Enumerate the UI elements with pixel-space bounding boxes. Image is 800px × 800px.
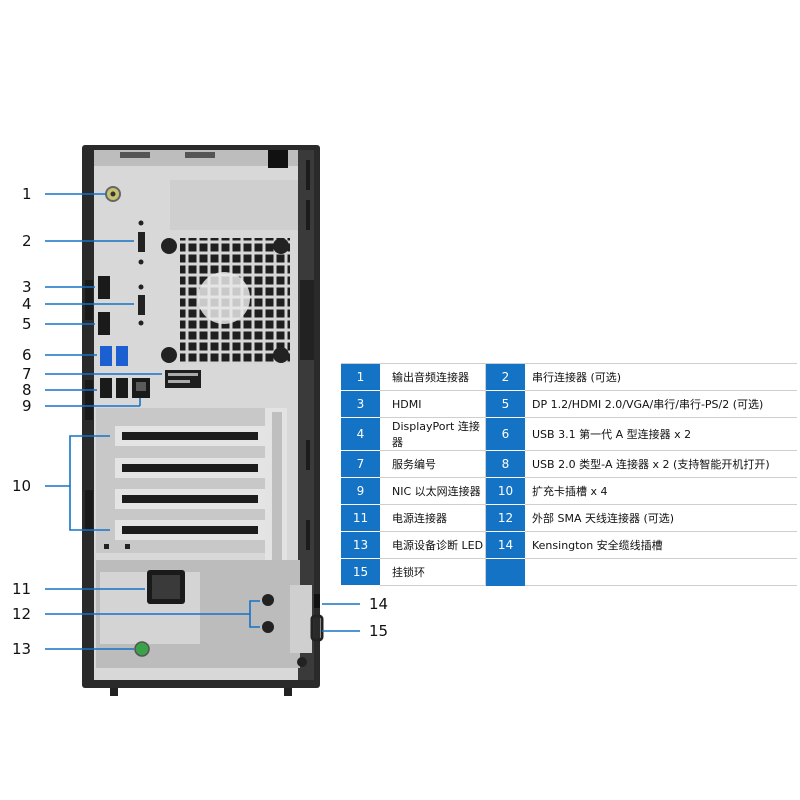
callout-9: 9 (22, 397, 32, 415)
leader-lines (45, 193, 360, 650)
callout-labels: 1 2 3 4 5 6 7 8 9 10 11 12 13 14 15 (12, 185, 388, 658)
legend-number: 14 (485, 531, 525, 559)
kensington-slot (314, 594, 320, 608)
legend-number (485, 558, 525, 586)
hdmi-port (98, 276, 110, 299)
io-panel (98, 186, 201, 398)
legend-number: 2 (485, 363, 525, 391)
callout-7: 7 (22, 365, 32, 383)
legend-description: 电源设备诊断 LED (380, 531, 486, 559)
callout-12: 12 (12, 605, 31, 623)
sma-antenna-port-a (262, 594, 274, 606)
fan-grille (161, 180, 298, 364)
legend-number: 9 (341, 477, 380, 505)
legend-number: 8 (485, 450, 525, 478)
legend-description: 外部 SMA 天线连接器 (可选) (525, 504, 797, 532)
service-tag-label (165, 370, 201, 388)
usb2-port-a (100, 378, 112, 398)
callout-5: 5 (22, 315, 32, 333)
callout-1: 1 (22, 185, 32, 203)
usb3-port-b (116, 346, 128, 366)
legend-number: 15 (341, 558, 380, 586)
legend-description: USB 3.1 第一代 A 型连接器 x 2 (525, 417, 797, 451)
legend-number: 10 (485, 477, 525, 505)
legend-description: NIC 以太网连接器 (380, 477, 486, 505)
slot-4 (115, 520, 265, 540)
legend-description: 输出音频连接器 (380, 363, 486, 391)
usb3-port-a (100, 346, 112, 366)
displayport-port (98, 312, 110, 335)
legend-number: 11 (341, 504, 380, 532)
slot-3 (115, 489, 265, 509)
callout-15: 15 (369, 622, 388, 640)
sma-antenna-port-b (262, 621, 274, 633)
padlock-ring (310, 614, 324, 642)
callout-10: 10 (12, 477, 31, 495)
legend-description: USB 2.0 类型-A 连接器 x 2 (支持智能开机打开) (525, 450, 797, 478)
usb2-port-b (116, 378, 128, 398)
legend-number: 3 (341, 390, 380, 418)
legend-description (525, 558, 797, 586)
legend-description: 扩充卡插槽 x 4 (525, 477, 797, 505)
legend-description: 服务编号 (380, 450, 486, 478)
legend-description: 串行连接器 (可选) (525, 363, 797, 391)
legend-number: 5 (485, 390, 525, 418)
legend-description: HDMI (380, 390, 486, 418)
diagnostic-led (134, 641, 150, 657)
legend-description: 挂锁环 (380, 558, 486, 586)
callout-11: 11 (12, 580, 31, 598)
legend-description: DisplayPort 连接器 (380, 417, 486, 451)
callout-8: 8 (22, 381, 32, 399)
legend-description: 电源连接器 (380, 504, 486, 532)
legend-description: Kensington 安全缆线插槽 (525, 531, 797, 559)
legend-number: 12 (485, 504, 525, 532)
callout-4: 4 (22, 295, 32, 313)
serial-port-cover (138, 232, 145, 252)
option-port-cover (138, 295, 145, 315)
legend-number: 1 (341, 363, 380, 391)
legend-number: 13 (341, 531, 380, 559)
callout-14: 14 (369, 595, 388, 613)
callout-13: 13 (12, 640, 31, 658)
legend-description: DP 1.2/HDMI 2.0/VGA/串行/串行-PS/2 (可选) (525, 390, 797, 418)
callout-6: 6 (22, 346, 32, 364)
legend-number: 4 (341, 417, 380, 451)
callout-3: 3 (22, 278, 32, 296)
slot-2 (115, 458, 265, 478)
expansion-slots (96, 408, 287, 568)
legend-number: 6 (485, 417, 525, 451)
slot-1 (115, 426, 265, 446)
legend-number: 7 (341, 450, 380, 478)
callout-2: 2 (22, 232, 32, 250)
